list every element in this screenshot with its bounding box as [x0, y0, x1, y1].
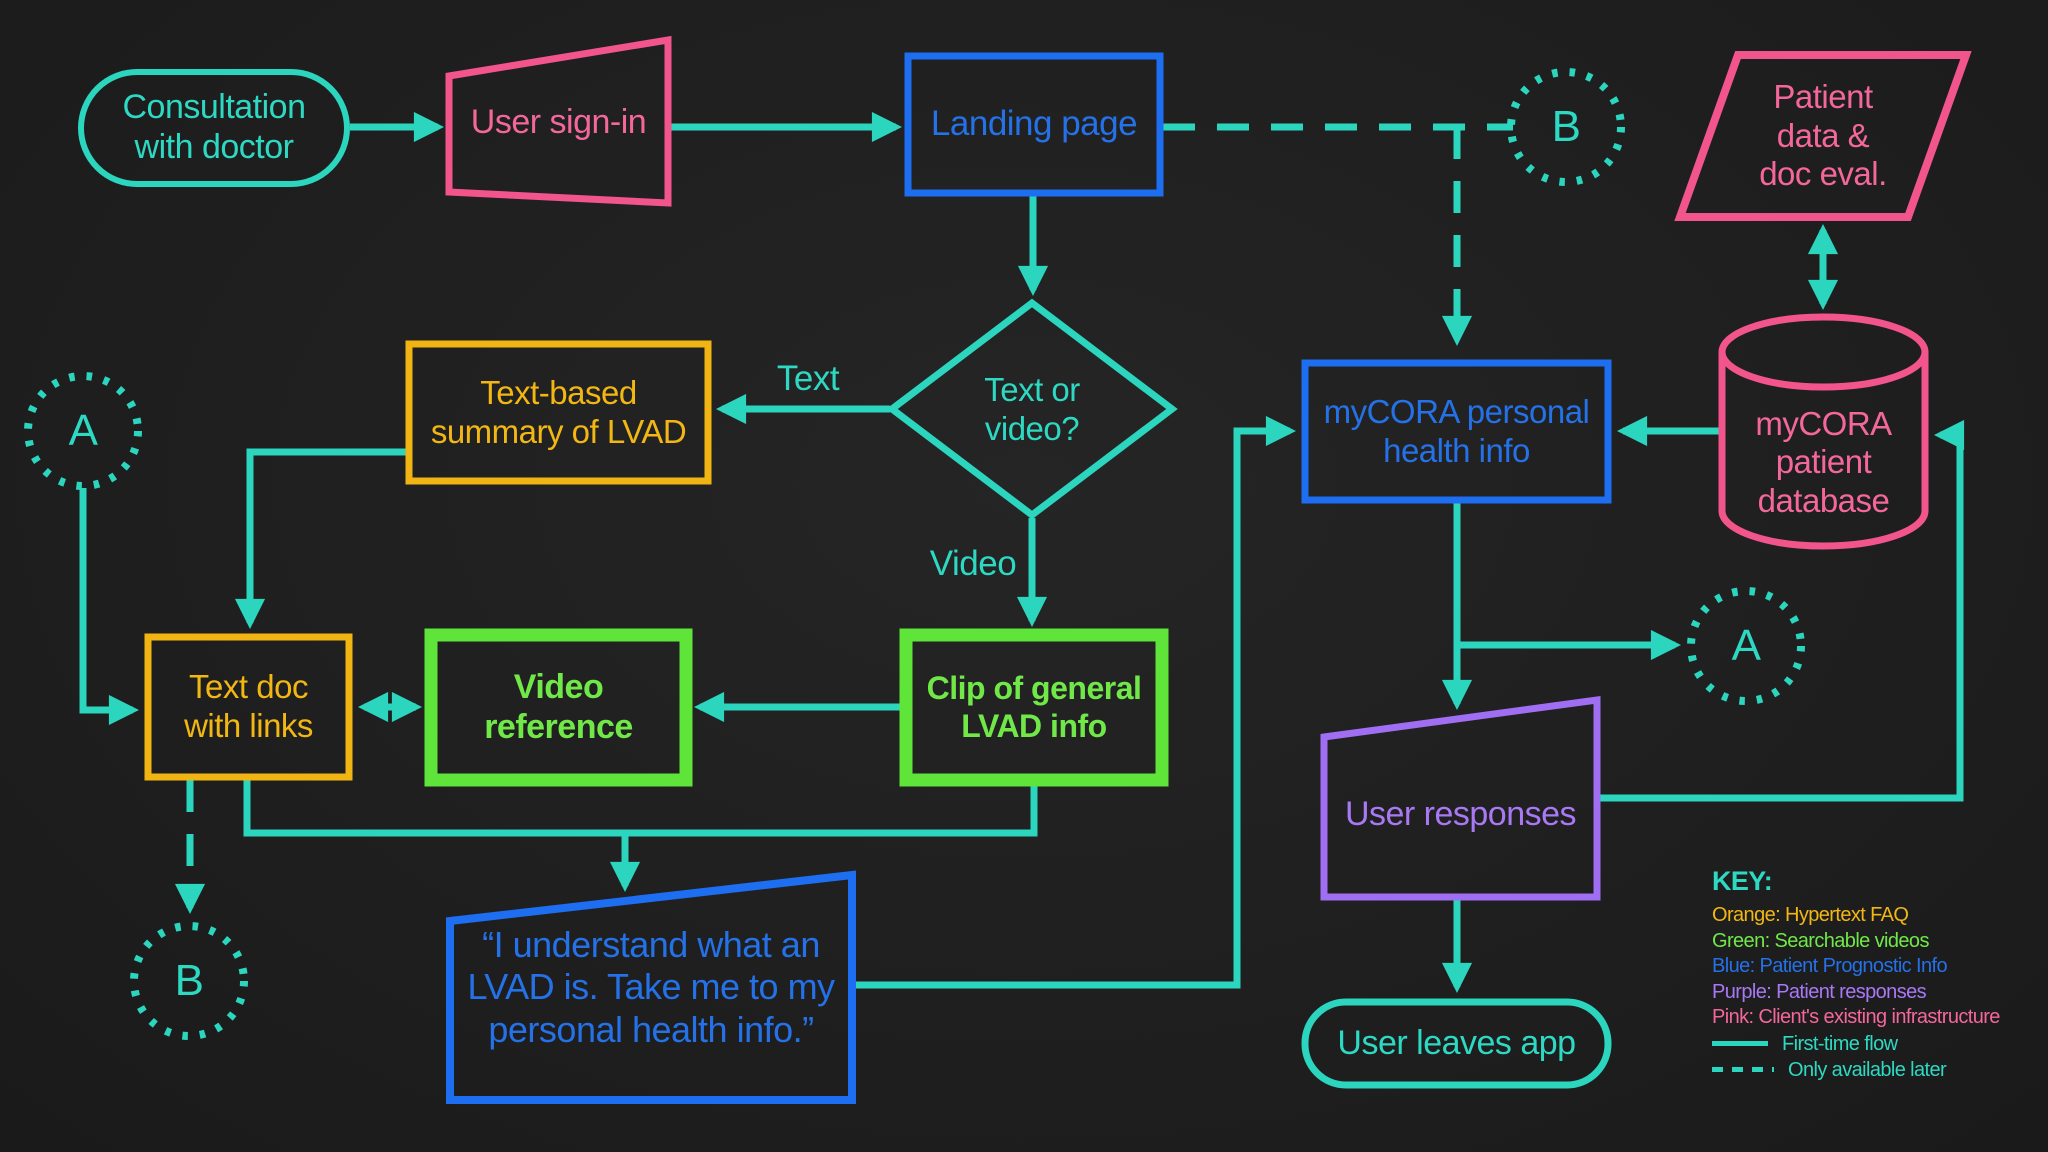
edge-userresponses-to-database	[1600, 419, 1965, 802]
edge-connector-a-to-textdoc	[79, 488, 140, 726]
legend-item-pink: Pink: Client's existing infrastructure	[1712, 1006, 2000, 1028]
edge-quote-to-personalhealth	[852, 415, 1297, 989]
connector-a-right-circle	[1687, 587, 1805, 705]
user-responses-node	[1320, 695, 1601, 901]
legend-item-orange: Orange: Hypertext FAQ	[1712, 904, 1909, 926]
legend-title: KEY:	[1712, 866, 1773, 896]
landing-page-node	[904, 52, 1164, 197]
legend-solid-label: First-time flow	[1782, 1032, 1898, 1055]
legend-item-purple: Purple: Patient responses	[1712, 980, 1927, 1003]
video-reference-node	[424, 628, 693, 787]
connector-b-top-circle	[1507, 68, 1625, 186]
decision-diamond	[886, 298, 1178, 520]
patient-data-node	[1674, 51, 1972, 221]
edge-summary-to-textdoc	[234, 448, 409, 630]
connector-b-bottom-circle	[130, 922, 248, 1040]
database-cylinder-body	[1718, 352, 1929, 550]
clip-node	[899, 628, 1169, 787]
quote-node	[446, 870, 856, 1104]
legend-dashed-row: Only available later	[1712, 1057, 2048, 1083]
legend-dashed-label: Only available later	[1788, 1058, 1947, 1081]
text-doc-node	[144, 633, 353, 781]
legend-solid-row: First-time flow	[1712, 1031, 2048, 1057]
personal-health-node	[1301, 359, 1612, 504]
dashed-line-swatch	[1712, 1067, 1774, 1072]
legend-item-blue: Blue: Patient Prognostic Info	[1712, 955, 1948, 977]
solid-line-swatch	[1712, 1041, 1768, 1046]
user-signin-node	[445, 35, 672, 207]
edge-textdoc-clip-collector	[243, 780, 1038, 837]
database-cylinder-top	[1718, 313, 1929, 391]
legend-item-green: Green: Searchable videos	[1712, 929, 1929, 952]
text-summary-node	[405, 340, 712, 485]
connector-a-left-circle	[24, 372, 142, 490]
legend: KEY: Orange: Hypertext FAQ Green: Search…	[1712, 866, 2048, 1083]
consultation-node	[78, 69, 350, 187]
user-leaves-node	[1301, 998, 1612, 1089]
